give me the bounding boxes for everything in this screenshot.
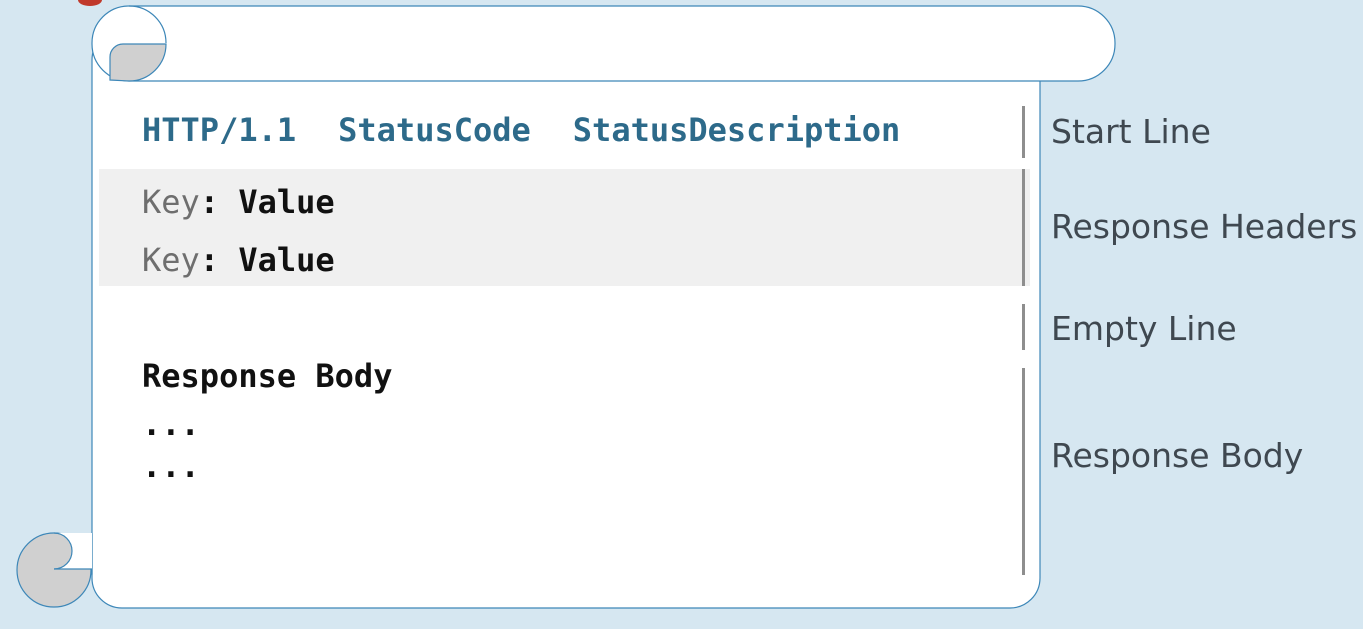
header-key: Key xyxy=(142,183,200,221)
response-headers-label: Response Headers xyxy=(1051,207,1358,246)
start-line-label: Start Line xyxy=(1051,112,1211,151)
header-key: Key xyxy=(142,241,200,279)
bottom-curl-inner-edge xyxy=(53,532,73,570)
http-version: HTTP/1.1 xyxy=(142,111,297,149)
header-separator: : xyxy=(199,241,220,279)
body-bracket xyxy=(1022,368,1025,575)
header-value: Value xyxy=(238,183,335,221)
top-curl xyxy=(109,43,167,82)
headers-bracket xyxy=(1022,169,1025,286)
top-curl-edge xyxy=(128,5,167,44)
body-line-1: ... xyxy=(142,405,200,443)
header-row-2: Key: Value xyxy=(142,238,335,282)
start-line-bracket xyxy=(1022,106,1025,158)
response-body-title: Response Body xyxy=(142,357,393,395)
status-description: StatusDescription xyxy=(572,111,901,149)
response-body-label: Response Body xyxy=(1051,436,1304,475)
bottom-curl-inner xyxy=(54,533,92,569)
header-separator: : xyxy=(199,183,220,221)
headers-band xyxy=(99,169,1030,286)
empty-line-bracket xyxy=(1022,304,1025,350)
header-row-1: Key: Value xyxy=(142,180,335,224)
status-code: StatusCode xyxy=(338,111,531,149)
top-fragment xyxy=(78,0,102,6)
empty-line-label: Empty Line xyxy=(1051,309,1237,348)
start-line: HTTP/1.1 StatusCode StatusDescription xyxy=(142,108,900,152)
body-line-2: ... xyxy=(142,447,200,485)
scroll-top-roll xyxy=(91,5,1116,82)
header-value: Value xyxy=(238,241,335,279)
